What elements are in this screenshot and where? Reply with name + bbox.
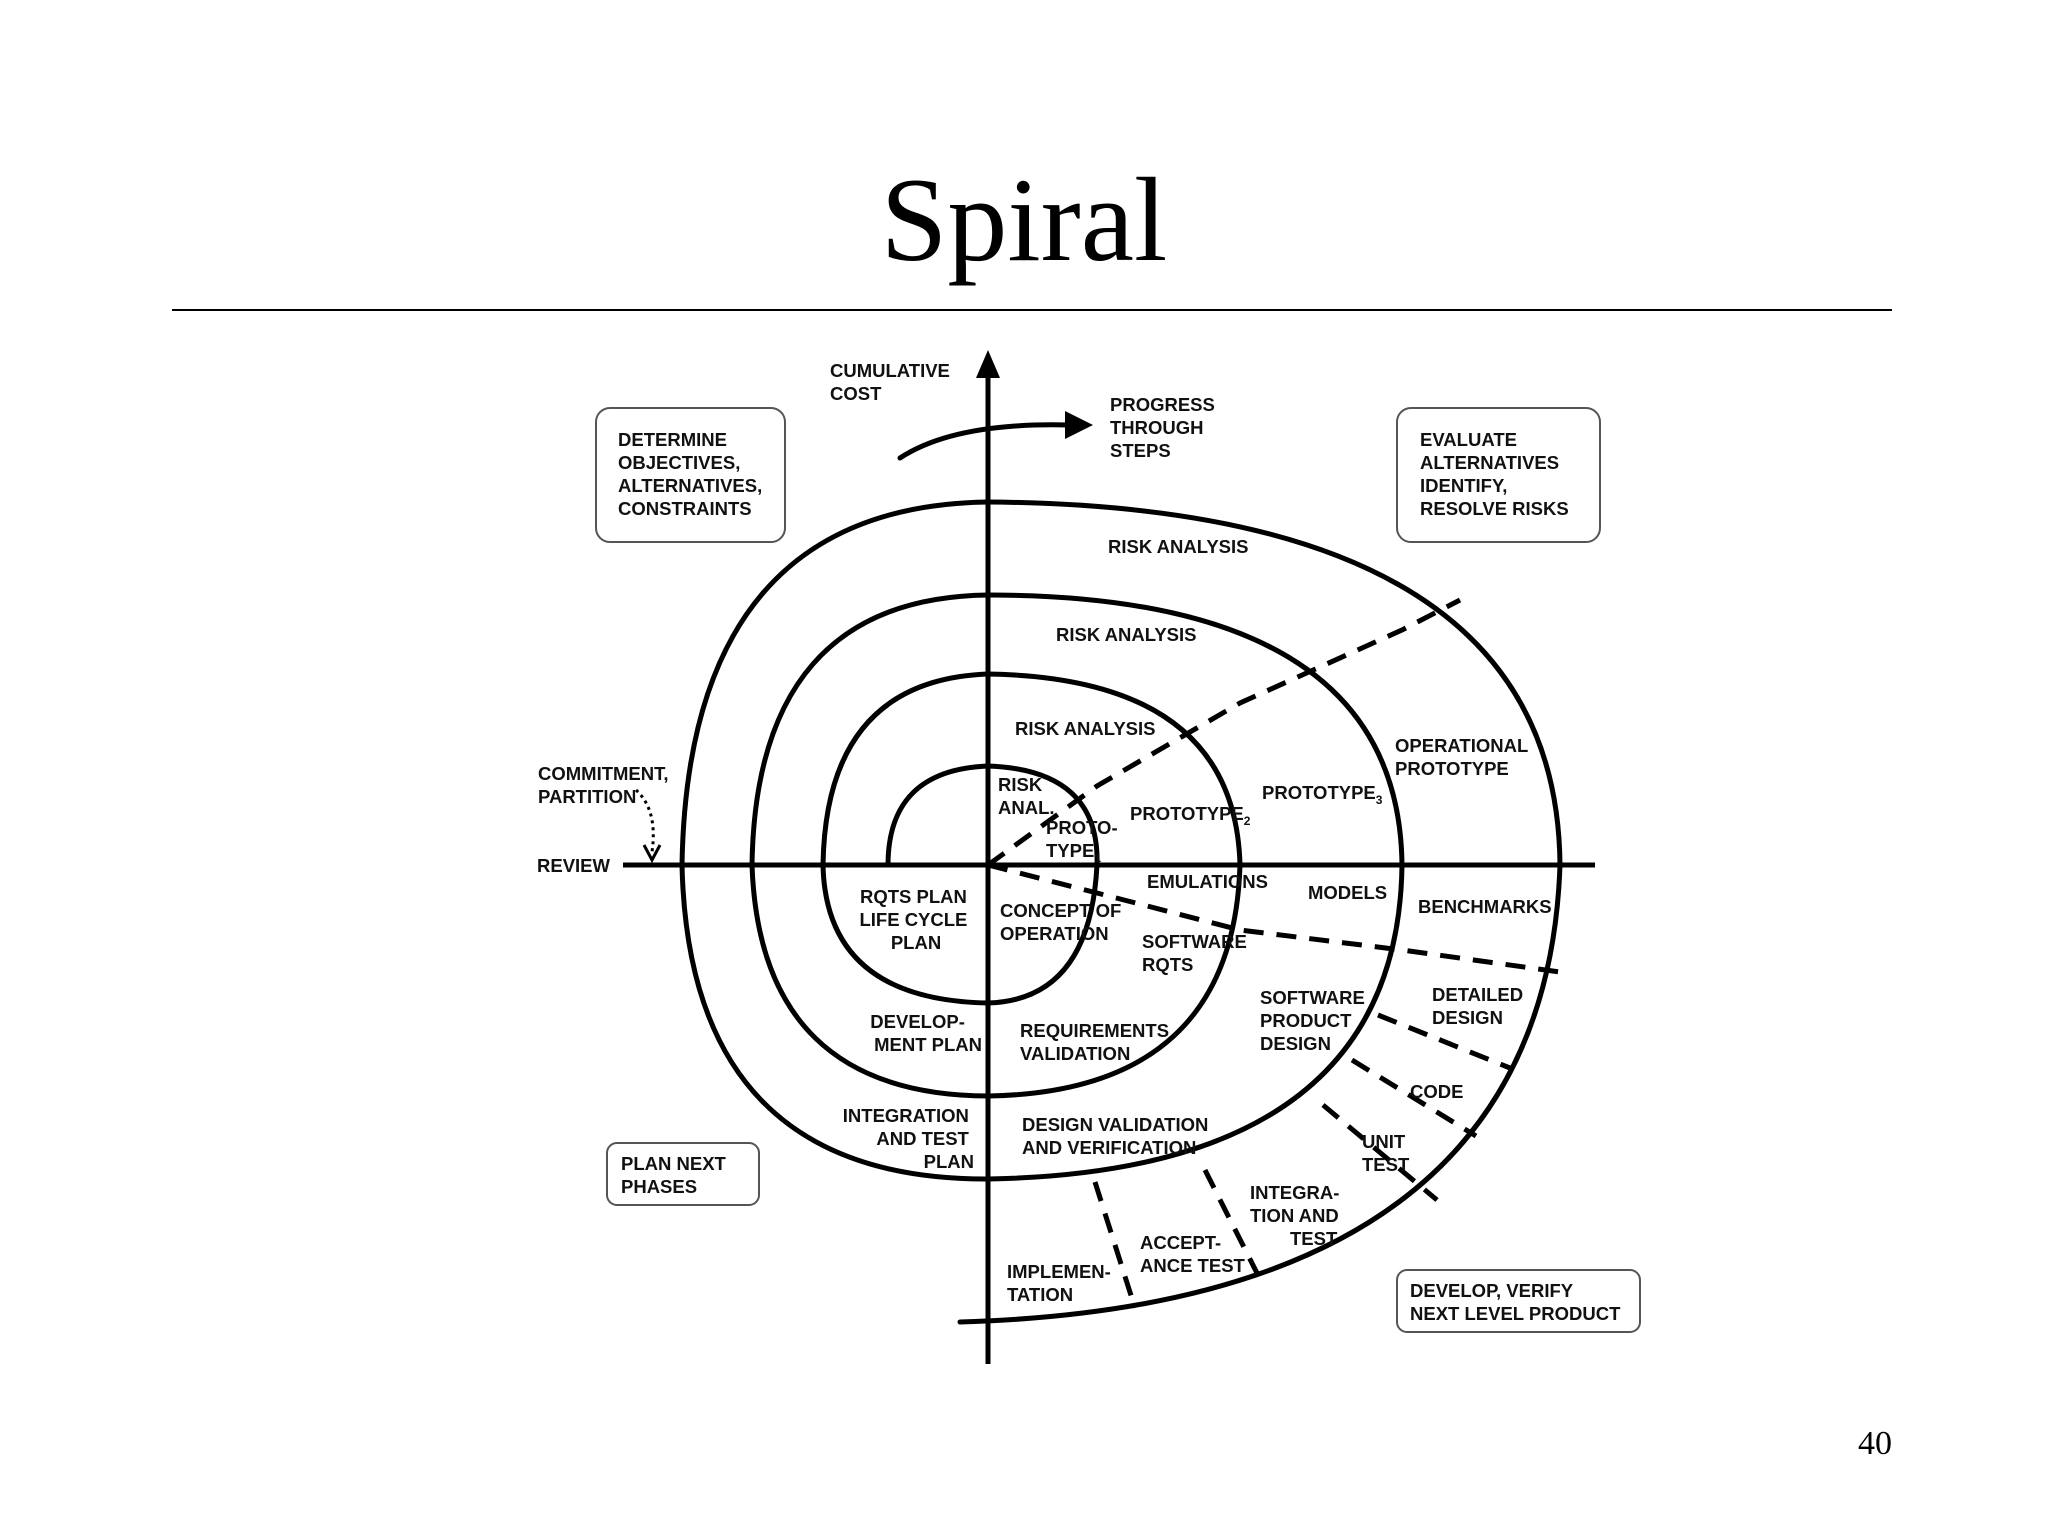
simulation-boundary-dashes xyxy=(987,862,1561,975)
operational-prototype-label: OPERATIONAL PROTOTYPE xyxy=(1395,735,1533,779)
models-label: MODELS xyxy=(1308,882,1387,903)
dashed-code-lower xyxy=(1350,1057,1478,1139)
cost-axis-arrowhead-icon xyxy=(976,350,1000,378)
benchmarks-label: BENCHMARKS xyxy=(1418,896,1552,917)
progress-arrowhead-icon xyxy=(1065,411,1093,439)
quadrant-box-objectives xyxy=(595,407,786,543)
prototype-3-label: PROTOTYPE3 xyxy=(1262,782,1383,807)
dashed-acceptance xyxy=(1092,1181,1138,1309)
quadrant-plan-next-label: PLAN NEXT PHASES xyxy=(621,1153,731,1197)
spiral-curve xyxy=(679,499,1563,1325)
development-plan-label: DEVELOP- MENT PLAN xyxy=(870,1011,982,1055)
detailed-design-label: DETAILED DESIGN xyxy=(1432,984,1528,1028)
dashed-integration xyxy=(1202,1168,1265,1285)
risk-analysis-2-label: RISK ANALYSIS xyxy=(1015,718,1156,739)
quadrant-box-plan-next xyxy=(606,1142,760,1206)
concept-of-operation-label: CONCEPT OF OPERATION xyxy=(1000,900,1126,944)
acceptance-test-label: ACCEPT- ANCE TEST xyxy=(1140,1232,1246,1276)
progress-arrow xyxy=(897,422,1073,461)
software-product-design-label: SOFTWARE PRODUCT DESIGN xyxy=(1260,987,1370,1054)
unit-test-label: UNIT TEST xyxy=(1362,1131,1410,1175)
slide-title: Spiral xyxy=(880,153,1168,286)
code-label: CODE xyxy=(1410,1081,1463,1102)
commitment-arrowhead-icon xyxy=(642,844,662,864)
rqts-plan-label: RQTS PLAN LIFE CYCLE PLAN xyxy=(859,886,972,953)
review-label: REVIEW xyxy=(537,855,611,876)
risk-analysis-3-label: RISK ANALYSIS xyxy=(1056,624,1197,645)
title-divider xyxy=(172,309,1892,311)
cost-axis-label: CUMULATIVE COST xyxy=(830,360,955,404)
software-rqts-label: SOFTWARE RQTS xyxy=(1142,931,1252,975)
risk-analysis-1-label: RISK ANAL. xyxy=(998,774,1055,818)
commitment-label: COMMITMENT, PARTITION xyxy=(538,763,674,807)
emulations-label: EMULATIONS xyxy=(1147,871,1268,892)
progress-label: PROGRESS THROUGH STEPS xyxy=(1110,394,1220,461)
quadrant-evaluate-label: EVALUATE ALTERNATIVES IDENTIFY, RESOLVE … xyxy=(1420,429,1569,519)
implementation-label: IMPLEMEN- TATION xyxy=(1007,1261,1116,1305)
prototype-1-label: PROTO- TYPE1 xyxy=(1046,817,1123,865)
requirements-validation-label: REQUIREMENTS VALIDATION xyxy=(1020,1020,1174,1064)
risk-analysis-4-label: RISK ANALYSIS xyxy=(1108,536,1249,557)
quadrant-objectives-label: DETERMINE OBJECTIVES, ALTERNATIVES, CONS… xyxy=(618,429,767,519)
commitment-arrow xyxy=(634,788,655,853)
quadrant-box-evaluate xyxy=(1396,407,1601,543)
integration-test-label: INTEGRA- TION AND TEST xyxy=(1250,1182,1345,1249)
dashed-code-upper xyxy=(1377,1012,1511,1071)
page-number: 40 xyxy=(1858,1425,1892,1462)
dashed-unit-test xyxy=(1321,1103,1439,1202)
design-validation-label: DESIGN VALIDATION AND VERIFICATION xyxy=(1022,1114,1214,1158)
integration-plan-label: INTEGRATION AND TEST PLAN xyxy=(843,1105,974,1172)
quadrant-box-develop xyxy=(1396,1269,1641,1333)
prototype-2-label: PROTOTYPE2 xyxy=(1130,803,1251,828)
quadrant-develop-label: DEVELOP, VERIFY NEXT LEVEL PRODUCT xyxy=(1410,1280,1621,1324)
prototype-boundary-dashes xyxy=(986,597,1462,868)
